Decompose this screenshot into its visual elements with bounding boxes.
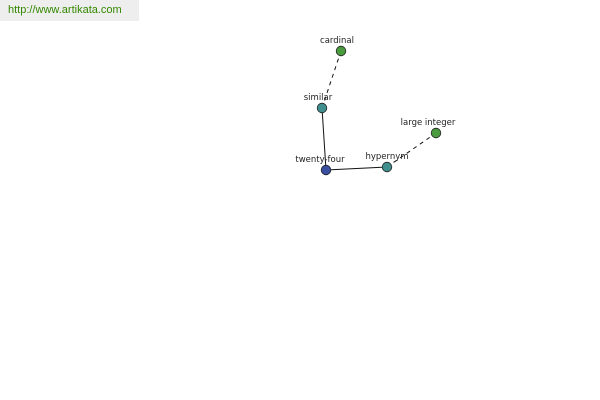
edge-hypernym-large-integer: [386, 132, 437, 168]
node-circle[interactable]: [320, 164, 332, 176]
node-twenty-four[interactable]: twenty-four: [295, 155, 345, 176]
edge-twenty-four-hypernym: [325, 166, 388, 171]
node-circle[interactable]: [430, 127, 442, 139]
site-url-link[interactable]: http://www.artikata.com: [0, 0, 139, 21]
node-label: large integer: [401, 118, 456, 128]
node-circle[interactable]: [381, 161, 393, 173]
edge-similar-cardinal: [321, 50, 342, 109]
node-circle[interactable]: [316, 102, 328, 114]
node-label: twenty-four: [295, 155, 345, 165]
node-circle[interactable]: [335, 45, 347, 57]
node-hypernym[interactable]: hypernym: [365, 152, 409, 173]
node-label: hypernym: [365, 152, 408, 162]
edge-twenty-four-similar: [321, 107, 327, 171]
node-label: similar: [304, 93, 333, 103]
node-label: cardinal: [320, 36, 354, 46]
node-large-integer[interactable]: large integer: [401, 118, 456, 139]
node-similar[interactable]: similar: [304, 93, 333, 114]
node-cardinal[interactable]: cardinal: [320, 36, 354, 57]
